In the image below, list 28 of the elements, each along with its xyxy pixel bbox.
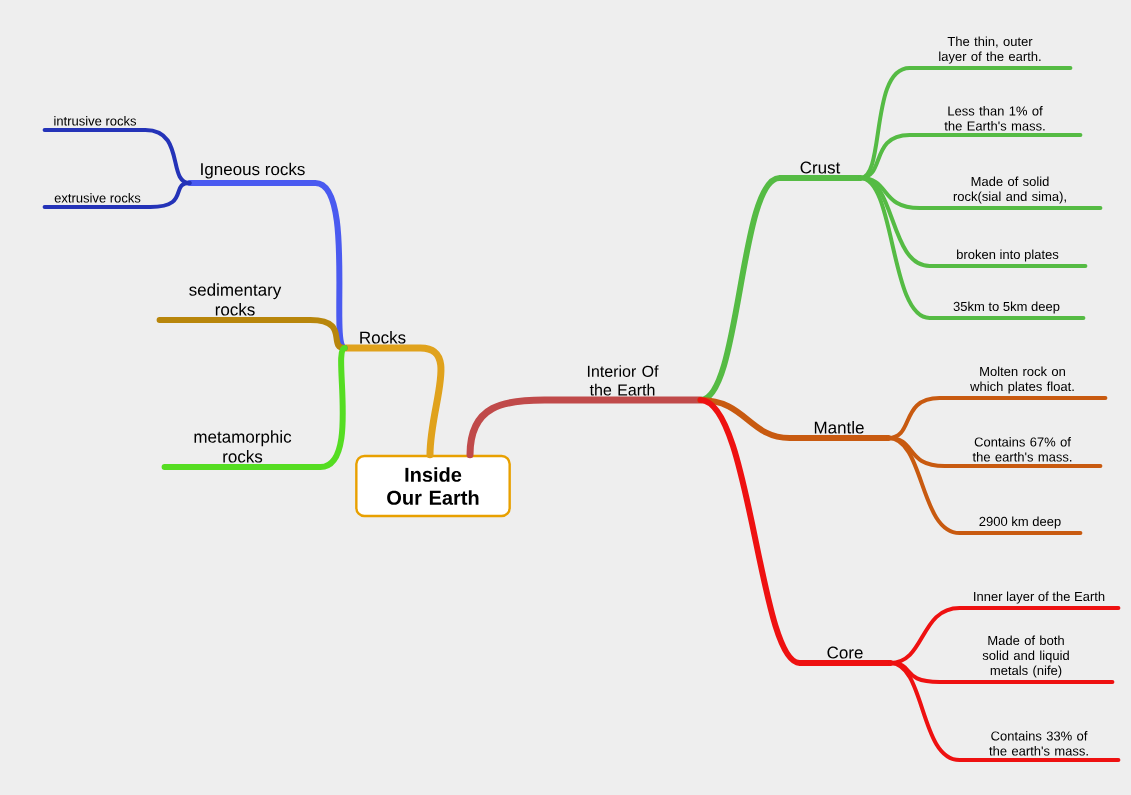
- branch-label: 2900 km deep: [979, 516, 1061, 529]
- branch-line: [161, 345, 348, 470]
- branch-label: 35km to 5km deep: [953, 301, 1060, 314]
- branch-label: Mantle: [814, 421, 864, 434]
- branch-label: extrusive rocks: [54, 193, 141, 203]
- branch-line: [466, 396, 704, 459]
- branch-label: Molten rock on which plates float.: [970, 366, 1074, 394]
- branch-line: [888, 661, 1121, 762]
- branch-label: Less than 1% of the Earth's mass.: [944, 106, 1045, 131]
- branch-label: intrusive rocks: [54, 116, 137, 126]
- branch-label: broken into plates: [957, 249, 1059, 262]
- branch-label: Core: [827, 646, 863, 659]
- branch-line: [697, 397, 894, 666]
- branch-label: Contains 67% of the earth's mass.: [972, 437, 1072, 462]
- branch-label: The thin, outer layer of the earth.: [939, 36, 1041, 64]
- branch-label: Made of both solid and liquid metals (nife): [982, 635, 1069, 678]
- branch-line: [42, 181, 192, 209]
- branch-label: Crust: [800, 161, 841, 174]
- branch-line: [886, 436, 1083, 535]
- branch-label: Contains 33% of the earth's mass.: [989, 731, 1088, 756]
- branch-label: Made of solid rock(sial and sima),: [953, 176, 1066, 204]
- branch-label: sedimentary rocks: [189, 283, 282, 316]
- branch-label: Interior Of the Earth: [587, 365, 659, 396]
- branch-label: metamorphic rocks: [194, 430, 292, 463]
- root-box: Inside Our Earth: [355, 454, 511, 518]
- branch-label: Igneous rocks: [201, 162, 305, 179]
- branch-label: Inner layer of the Earth: [974, 591, 1105, 604]
- branch-label: Rocks: [360, 331, 406, 344]
